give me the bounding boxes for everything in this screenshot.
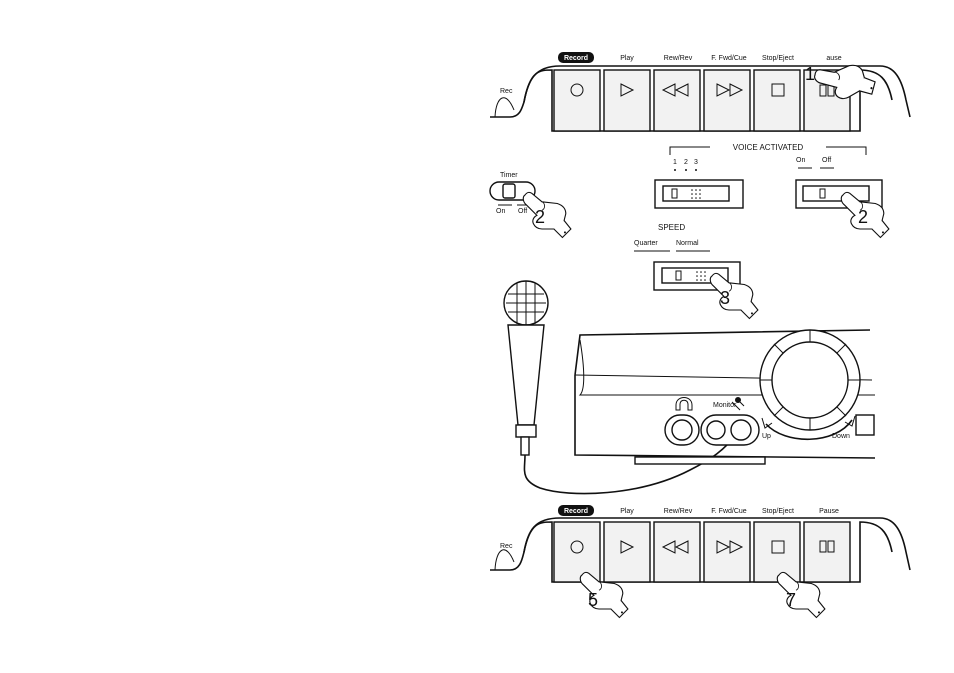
monitor-label: Monitor	[713, 402, 737, 409]
voice-on-label: On	[796, 157, 805, 164]
voice-level-2: 2	[684, 159, 688, 166]
volume-dial[interactable]	[771, 341, 849, 419]
voice-on-off-knob[interactable]	[819, 188, 826, 199]
voice-activated-panel: VOICE ACTIVATED 1 2 3 On Off 2	[654, 143, 890, 239]
rew-key-bottom[interactable]	[653, 521, 701, 583]
record-badge-top	[558, 52, 594, 63]
monitor-jack[interactable]	[706, 420, 726, 440]
rec-label-top: Rec	[500, 88, 513, 95]
rec-label-bottom: Rec	[500, 543, 513, 550]
timer-off-label: Off	[518, 208, 527, 215]
deck-unit: Up Down Monitor	[574, 329, 876, 465]
rew-key-top[interactable]	[653, 69, 701, 132]
pause-icon	[819, 540, 827, 553]
volume-down-label: Down	[832, 433, 850, 440]
pointing-hand-icon	[522, 191, 572, 239]
record-badge-bottom	[558, 505, 594, 516]
headphone-icon	[675, 397, 693, 411]
stop-label-bottom: Stop/Eject	[762, 508, 794, 515]
rew-label-top: Rew/Rev	[664, 55, 693, 62]
rec-slider-bottom	[494, 549, 515, 571]
rewind-icon	[661, 83, 689, 97]
pause-label-bottom: Pause	[819, 508, 839, 515]
pause-label-top: ause	[826, 55, 841, 62]
play-label-top: Play	[620, 55, 634, 62]
voice-level-3: 3	[694, 159, 698, 166]
record-key-bottom[interactable]	[553, 521, 601, 583]
headphone-jack[interactable]	[671, 419, 693, 441]
play-label-bottom: Play	[620, 508, 634, 515]
speed-title: SPEED	[658, 223, 685, 232]
voice-off-label: Off	[822, 157, 831, 164]
ffwd-label-top: F. Fwd/Cue	[711, 55, 747, 62]
voice-activated-title: VOICE ACTIVATED	[733, 143, 804, 152]
step-1-number: 1	[805, 64, 815, 84]
pause-key-bottom[interactable]	[803, 521, 851, 583]
rew-label-bottom: Rew/Rev	[664, 508, 693, 515]
pause-icon	[819, 84, 827, 97]
record-icon	[570, 83, 584, 97]
step-2-voice-number: 2	[858, 207, 868, 227]
microphone	[503, 280, 739, 495]
microphone-body	[507, 324, 545, 426]
ffwd-label-bottom: F. Fwd/Cue	[711, 508, 747, 515]
play-icon	[620, 540, 635, 554]
top-transport-panel: Rec Record Play Rew/Rev F. Fwd/Cue Stop/…	[490, 47, 911, 132]
volume-arrow	[765, 419, 853, 441]
rewind-icon	[661, 540, 689, 554]
step-5-number: 5	[588, 590, 598, 610]
record-label-bottom: Record	[564, 508, 588, 515]
play-icon	[620, 83, 635, 97]
timer-knob[interactable]	[502, 183, 516, 199]
play-key-bottom[interactable]	[603, 521, 651, 583]
volume-up-label: Up	[762, 433, 771, 440]
stop-icon	[771, 83, 785, 97]
record-key-top[interactable]	[553, 69, 601, 132]
ffwd-key-bottom[interactable]	[703, 521, 751, 583]
ffwd-key-top[interactable]	[703, 69, 751, 132]
fast-forward-icon	[716, 540, 744, 554]
timer-switch-panel: Timer On Off 2	[489, 172, 572, 239]
stop-icon	[771, 540, 785, 554]
step-3-number: 3	[720, 288, 730, 308]
voice-level-knob[interactable]	[671, 188, 678, 199]
speed-knob[interactable]	[675, 270, 682, 281]
timer-label: Timer	[500, 172, 518, 179]
bottom-transport-panel: Rec Record Play Rew/Rev F. Fwd/Cue Stop/…	[490, 505, 911, 619]
stop-key-bottom[interactable]	[753, 521, 801, 583]
rec-slider-top	[494, 97, 515, 118]
speed-normal-label: Normal	[676, 240, 699, 247]
record-icon	[570, 540, 584, 554]
mic-jack[interactable]	[730, 419, 752, 441]
timer-on-label: On	[496, 208, 505, 215]
fast-forward-icon	[716, 83, 744, 97]
play-key-top[interactable]	[603, 69, 651, 132]
speed-quarter-label: Quarter	[634, 240, 658, 247]
stop-label-top: Stop/Eject	[762, 55, 794, 62]
record-label-top: Record	[564, 55, 588, 62]
voice-level-1: 1	[673, 159, 677, 166]
stop-key-top[interactable]	[753, 69, 801, 132]
step-7-number: 7	[786, 590, 796, 610]
step-2-timer-number: 2	[535, 207, 545, 227]
speed-panel: SPEED Quarter Normal 3	[634, 223, 759, 320]
